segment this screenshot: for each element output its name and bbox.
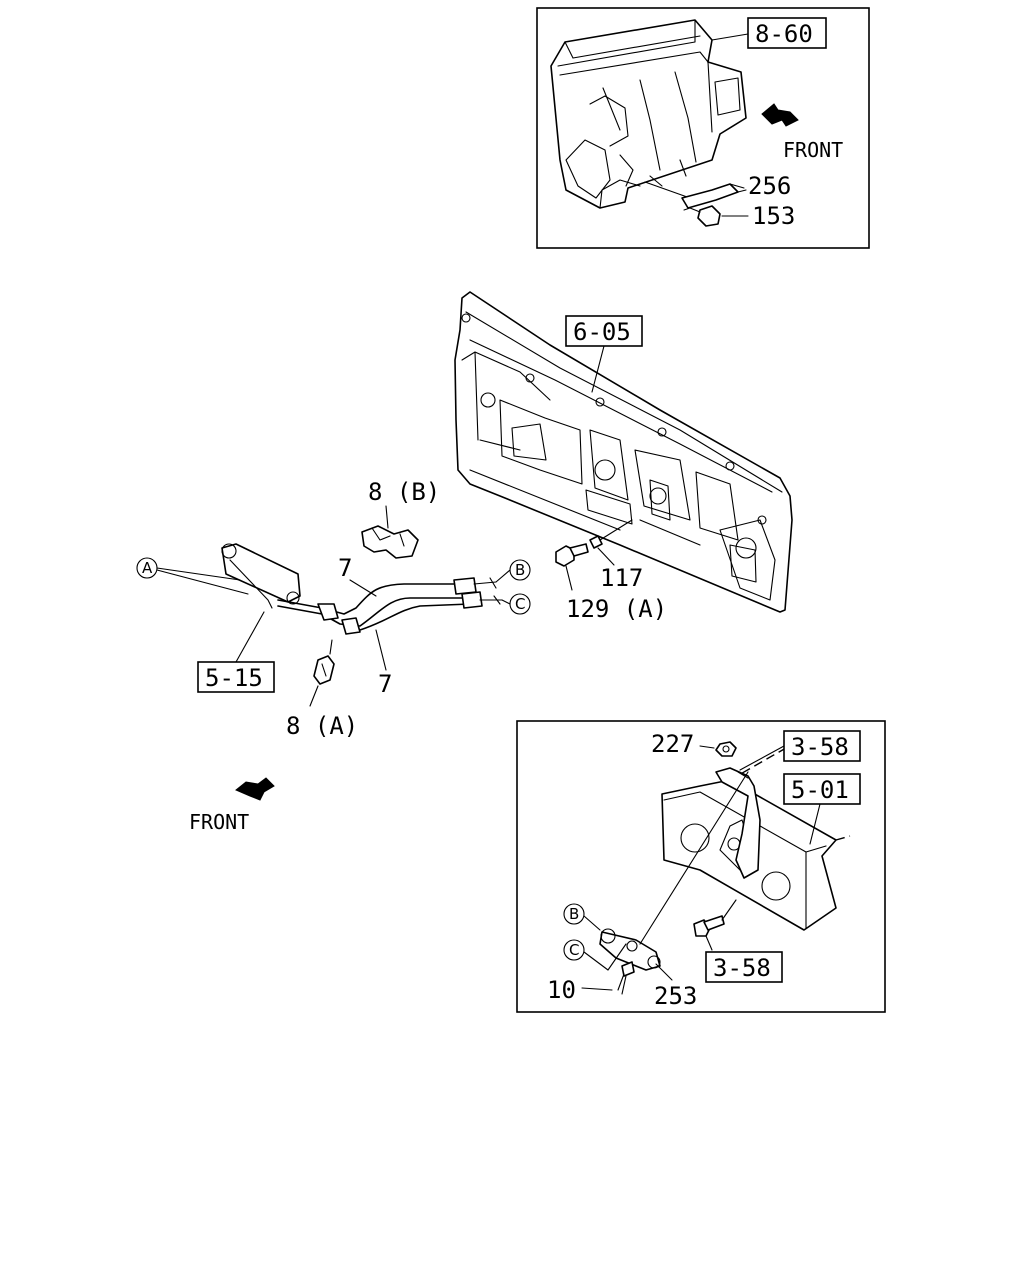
dash-panel-drawing — [454, 291, 793, 613]
ref-box-5-01: 5-01 — [783, 773, 861, 805]
svg-text:3-58: 3-58 — [791, 733, 849, 761]
bracket-3-58-drawing — [715, 767, 761, 879]
bolt-129a-drawing — [555, 543, 589, 567]
part-label-8a: 8 (A) — [286, 712, 358, 740]
front-arrow-main-icon — [235, 777, 275, 801]
front-label-top: FRONT — [783, 138, 843, 162]
rail-5-15-drawing — [221, 543, 301, 609]
callout-c: C — [509, 593, 531, 615]
bolt-3-58-drawing — [693, 915, 725, 937]
svg-text:C: C — [515, 595, 525, 613]
callout-b-inset: B — [563, 903, 585, 925]
ref-box-6-05: 6-05 — [565, 315, 643, 347]
part-label-129a: 129 (A) — [566, 595, 667, 623]
svg-text:5-15: 5-15 — [205, 664, 263, 692]
heater-unit-drawing — [550, 19, 747, 209]
svg-text:C: C — [569, 941, 579, 959]
ref-box-5-15: 5-15 — [197, 661, 275, 693]
front-label-main: FRONT — [189, 810, 249, 834]
top-inset: FRONT 8-60 256 153 — [536, 7, 870, 249]
part-label-227: 227 — [651, 730, 694, 758]
svg-text:3-58: 3-58 — [713, 954, 771, 982]
part-label-10: 10 — [547, 976, 576, 1004]
ref-box-3-58-bottom: 3-58 — [705, 951, 783, 983]
connector-253-drawing — [599, 928, 661, 971]
pipe-7-assembly-drawing — [277, 577, 503, 635]
bottom-inset: 227 253 10 B C — [516, 720, 886, 1013]
callout-b: B — [509, 559, 531, 581]
svg-text:B: B — [515, 561, 525, 579]
part-label-256: 256 — [748, 172, 791, 200]
part-label-7-lower: 7 — [378, 670, 392, 698]
front-arrow-top-icon — [761, 103, 799, 127]
ref-box-8-60: 8-60 — [747, 17, 827, 49]
clip-8b-drawing — [361, 525, 419, 559]
washer-117-drawing — [589, 535, 603, 549]
part-label-117: 117 — [600, 564, 643, 592]
callout-a: A — [136, 557, 158, 579]
clip-8a-drawing — [313, 655, 335, 685]
svg-text:A: A — [142, 559, 153, 577]
part-label-8b: 8 (B) — [368, 478, 440, 506]
svg-text:B: B — [569, 905, 579, 923]
nut-227-drawing — [715, 741, 737, 757]
callout-c-inset: C — [563, 939, 585, 961]
part-label-7-upper: 7 — [338, 554, 352, 582]
svg-text:6-05: 6-05 — [573, 318, 631, 346]
screw-10-drawing — [617, 961, 635, 995]
ref-box-3-58-top: 3-58 — [783, 730, 861, 762]
bolt-153-drawing — [683, 205, 749, 227]
part-label-253: 253 — [654, 982, 697, 1010]
part-label-153: 153 — [752, 202, 795, 230]
svg-text:5-01: 5-01 — [791, 776, 849, 804]
svg-text:8-60: 8-60 — [755, 20, 813, 48]
